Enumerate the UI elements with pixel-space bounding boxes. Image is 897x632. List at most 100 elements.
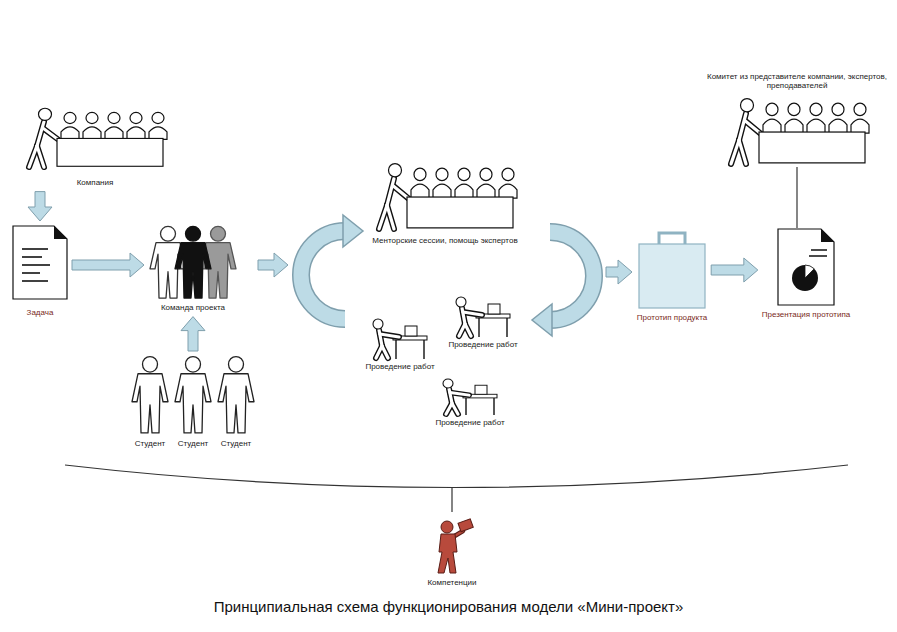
presentation-document-drawing [778,229,834,305]
document-sheet [13,226,67,299]
node-label: Презентация прототипа [762,310,850,320]
presenter-limb [387,179,394,206]
competence-figure-drawing [438,519,473,573]
document-line [22,280,48,282]
node-label: Комитет из представителе компании, экспе… [705,72,890,91]
seated-shoulders [105,127,123,140]
presenter-limb [731,140,739,164]
bench-leg [479,318,507,337]
seated-head [832,103,844,115]
company-group-icon [25,105,165,170]
presenter-limb [393,186,408,198]
document-fold [821,229,834,242]
cycle-arc-outline [301,231,345,319]
person-head [161,226,176,241]
task-document: Задача [12,225,68,318]
block-arrow [258,253,288,277]
worker-limb [446,403,452,414]
work-piece [488,304,500,314]
work-station-drawing [373,319,427,359]
table [759,132,865,163]
cycle-arc-fill [301,231,345,319]
presenter-limb [739,140,746,164]
worker-limb [382,346,388,358]
seated-head [502,168,514,180]
worker-head [443,379,453,388]
seated-head [854,103,866,115]
presenter-limb [37,122,44,146]
block-arrow [28,192,52,221]
work-station: Проведение работ [448,296,517,350]
node-label: Прототип продукта [637,313,707,323]
seated-shoulders [829,119,847,133]
seated-head [788,103,800,115]
block-arrow [72,253,144,277]
bench-leg [396,340,424,359]
pie-chart [792,265,818,291]
node-label: Студент [221,439,251,449]
mentor-group-drawing [379,164,517,229]
table [57,138,163,166]
seated-shoulders [785,119,803,133]
worker-limb [449,389,452,403]
seated-shoulders [499,184,517,198]
worker-limb [446,403,452,414]
competence-figure: Компетенции [427,520,476,588]
competence-figure-icon [429,520,475,574]
presenter-limb [37,146,44,167]
mentor-group: Менторские сессии, помощь экспертов [372,160,517,246]
presenter-limb [379,205,387,229]
person-head [229,357,244,373]
student-figure-icon [216,355,256,435]
presenter-limb [745,121,760,133]
student-figure-drawing [175,357,211,433]
presenter-limb [379,205,387,229]
worker-limb [465,324,471,336]
node-label: Задача [27,308,54,318]
seated-head [152,112,164,123]
presenter-limb [739,114,746,141]
seated-head [86,112,98,123]
seated-shoulders [83,127,101,140]
person-figure [218,357,254,433]
presentation-document: Презентация прототипа [762,228,850,320]
presenter-limb [43,128,58,139]
presenter-limb [37,146,44,167]
worker-limb [465,324,471,336]
seated-shoulders [61,127,79,140]
document-line [809,250,827,256]
document-line [22,264,50,266]
bracket-stem [451,488,452,512]
document-fold [54,226,67,239]
node-label: Проведение работ [365,362,434,372]
prototype-bag-drawing [639,233,705,308]
student-figure-icon [130,355,170,435]
bench-leg [466,398,494,415]
node-label: Проведение работ [448,340,517,350]
pie-slice [805,265,814,278]
document-line [22,272,40,274]
seated-shoulders [127,127,145,140]
seated-head [414,168,426,180]
person-figure [175,357,211,433]
node-label: Команда проекта [161,303,225,313]
seated-shoulders [149,127,167,140]
work-piece [475,385,487,394]
worker-head [456,297,466,307]
seated-shoulders [477,184,495,198]
person-body [175,374,211,433]
cycle-arrowhead [532,304,552,336]
student-figure-drawing [132,357,168,433]
seated-shoulders [433,184,451,198]
committee-group-icon [727,95,867,167]
presenter-head [39,108,52,120]
presenter-limb [393,186,408,198]
presenter-limb [745,121,760,133]
table [407,197,513,228]
seated-shoulders [455,184,473,198]
node-label: Студент [135,439,165,449]
presentation-document-icon [777,228,835,306]
work-station-drawing [456,297,510,337]
seated-head [436,168,448,180]
